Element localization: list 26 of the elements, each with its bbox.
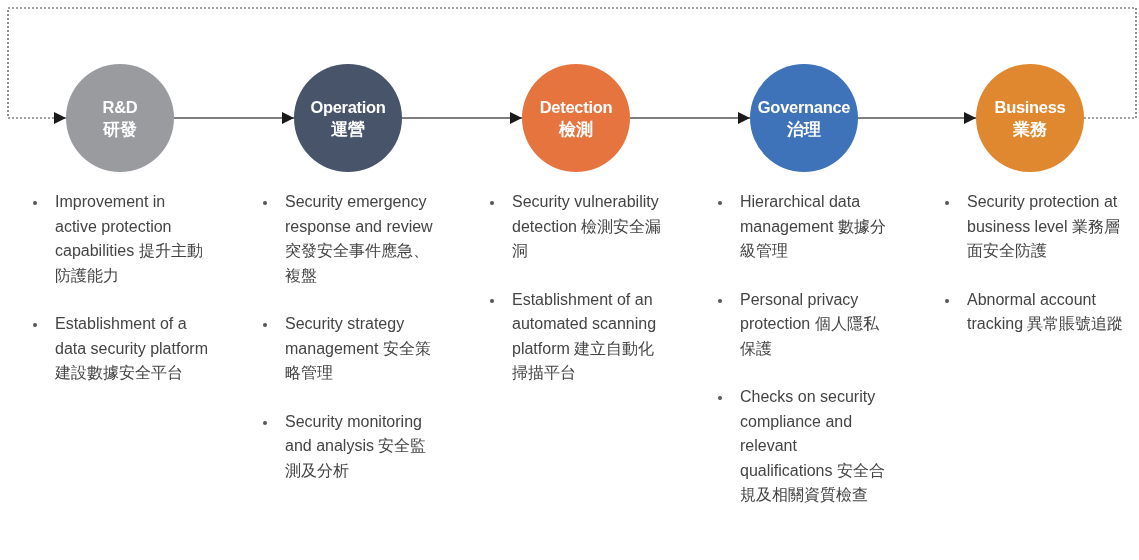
stage-title: Business (994, 97, 1066, 118)
bullet-item: Improvement in active protection capabilities 提升主動防護能力 (33, 190, 208, 288)
arrow (401, 112, 523, 124)
bullet-item: Hierarchical data management 數據分級管理 (718, 190, 893, 264)
bullet-item: Checks on security compliance and relevant qualifications 安全合規及相關資質檢查 (718, 385, 893, 508)
stage-title-chinese: 運營 (331, 118, 365, 140)
stage-title-chinese: 治理 (787, 118, 821, 140)
bullet-item: Personal privacy protection 個人隱私保護 (718, 287, 893, 361)
bullet-item: Abnormal account tracking 異常賬號追蹤 (945, 287, 1135, 337)
bullet-item: Security monitoring and analysis 安全監測及分析 (263, 409, 435, 483)
stage-title: Operation (310, 97, 386, 118)
bullet-item: Establishment of a data security platform 建設數據安全平台 (33, 312, 208, 386)
bullet-item: Establishment of an automated scanning platform 建立自動化掃描平台 (490, 287, 662, 386)
arrow (173, 112, 295, 124)
arrow (857, 112, 977, 124)
stage-title: Governance (757, 97, 851, 118)
stage-title-chinese: 業務 (1013, 118, 1047, 140)
bullet-item: Security strategy management 安全策略管理 (263, 312, 435, 386)
stage-title-chinese: 研發 (103, 118, 137, 140)
bullet-item: Security protection at business level 業務層面安全防護 (945, 190, 1135, 264)
stage-title: Detection (539, 97, 613, 118)
bullet-item: Security emergency response and review 突發安全事件應急、複盤 (263, 190, 435, 288)
stage-title-chinese: 檢測 (559, 118, 593, 140)
bullet-item: Security vulnerability detection 檢測安全漏洞 (490, 190, 662, 264)
stage-title: R&D (102, 97, 138, 118)
arrow (629, 112, 751, 124)
